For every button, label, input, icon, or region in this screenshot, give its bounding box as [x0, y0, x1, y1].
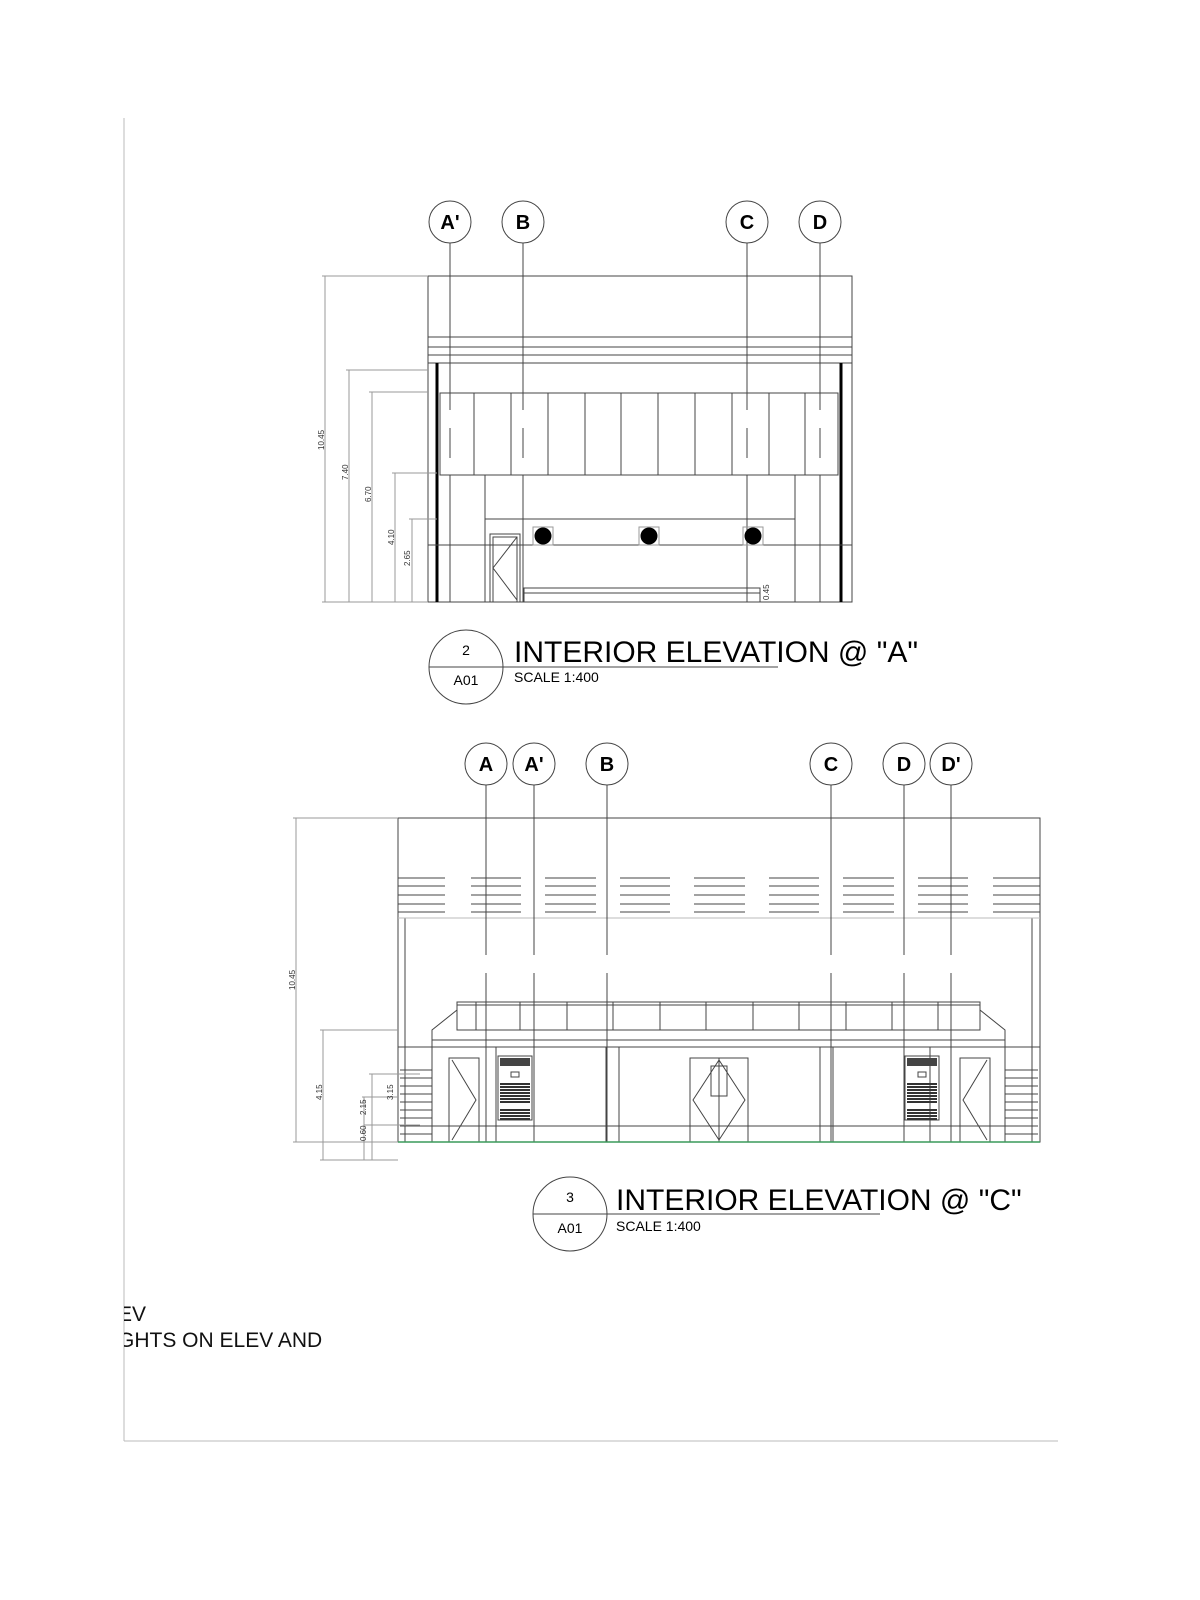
note-line: EV [124, 1303, 147, 1326]
scale-label: SCALE 1:400 [616, 1218, 701, 1234]
vending-panel [500, 1058, 530, 1066]
dim-label: 0.60 [359, 1125, 368, 1141]
elevation-title: INTERIOR ELEVATION @ "A" [514, 636, 918, 669]
grid-label: C [740, 212, 754, 234]
door [448, 1057, 480, 1143]
door [489, 533, 521, 603]
dim-label: 4.10 [387, 529, 396, 545]
note-line: GHTS ON ELEV AND [124, 1329, 323, 1352]
grid-label: D [897, 754, 911, 776]
dim-label: 6.70 [364, 486, 373, 502]
grid-label: A' [524, 754, 543, 776]
grid-label: D [813, 212, 827, 234]
dim-label: 10.45 [288, 969, 297, 990]
bench [523, 587, 761, 603]
dimension-lines-c [293, 817, 420, 1161]
grid-label: B [600, 754, 614, 776]
dim-label: 10.45 [317, 429, 326, 450]
double-door [689, 1057, 749, 1143]
dim-label: 4.15 [315, 1084, 324, 1100]
vending-slot [917, 1071, 927, 1078]
panel-band [439, 392, 839, 476]
dim-label: 0.45 [762, 584, 771, 600]
dimension-lines-a [322, 275, 437, 603]
grid-label: D' [941, 754, 960, 776]
detail-number: 2 [462, 642, 470, 658]
scale-label: SCALE 1:400 [514, 669, 599, 685]
light-icon [534, 527, 552, 545]
vending-panel [907, 1058, 937, 1066]
elevation-c: A A' B C D D' [288, 742, 1041, 1161]
light-icon [744, 527, 762, 545]
dim-label: 7.40 [341, 464, 350, 480]
vending-slot [510, 1071, 520, 1078]
vending-machine [497, 1055, 533, 1121]
elevation-title: INTERIOR ELEVATION @ "C" [616, 1184, 1022, 1217]
light-fixtures [532, 526, 764, 546]
door [959, 1057, 991, 1143]
grid-label: B [516, 212, 530, 234]
dim-label: 2.65 [403, 550, 412, 566]
parapet [456, 1001, 981, 1031]
elevation-a: A' B C D 10.45 7.40 6.70 4.10 2.65 0.45 [317, 200, 853, 603]
grid-label: C [824, 754, 838, 776]
light-icon [640, 527, 658, 545]
general-notes: EV GHTS ON ELEV AND [124, 1302, 524, 1354]
detail-callout-c: 3 A01 INTERIOR ELEVATION @ "C" SCALE 1:4… [532, 1176, 1022, 1252]
sheet-number: A01 [558, 1220, 583, 1236]
detail-number: 3 [566, 1189, 574, 1205]
grid-label: A' [440, 212, 459, 234]
vending-machine [904, 1055, 940, 1121]
detail-callout-a: 2 A01 INTERIOR ELEVATION @ "A" SCALE 1:4… [428, 629, 918, 705]
dim-label: 3.15 [386, 1084, 395, 1100]
sheet-number: A01 [454, 672, 479, 688]
dim-label: 2.15 [359, 1099, 368, 1115]
grid-label: A [479, 754, 493, 776]
